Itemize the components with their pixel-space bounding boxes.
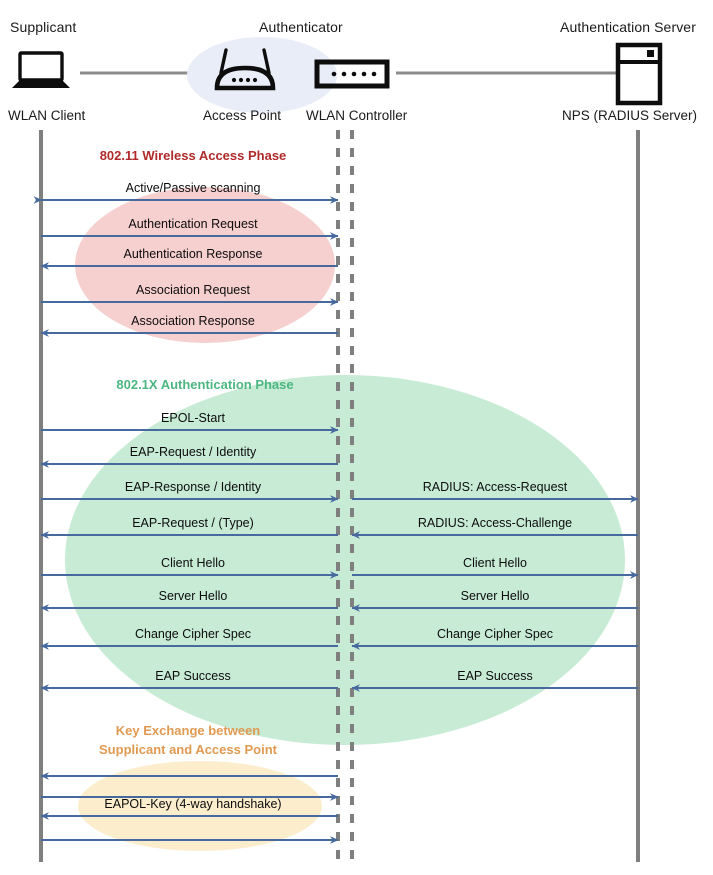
server-icon <box>615 42 663 106</box>
role-title-authenticator: Authenticator <box>259 19 343 35</box>
message-label-left-4: Association Response <box>131 314 255 328</box>
phase-label-key-exchange-line1: Key Exchange between <box>115 723 261 738</box>
node-label-wlan-client: WLAN Client <box>8 108 86 123</box>
node-label-nps: NPS (RADIUS Server) <box>562 108 698 123</box>
message-label-left-3: Association Request <box>136 283 250 297</box>
node-label-access-point: Access Point <box>203 108 282 123</box>
phase-ellipse-key-exchange <box>78 761 322 851</box>
message-label-right-3: Server Hello <box>460 589 530 603</box>
phase-label-key-exchange: Key Exchange between Supplicant and Acce… <box>93 721 283 759</box>
phase-label-key-exchange-line2: Supplicant and Access Point <box>99 742 277 757</box>
message-label-right-0: RADIUS: Access-Request <box>422 480 568 494</box>
wlan-controller-icon <box>314 59 390 89</box>
laptop-icon <box>12 51 70 88</box>
phase-label-dot1x-auth: 802.1X Authentication Phase <box>116 377 294 392</box>
message-label-right-4: Change Cipher Spec <box>436 627 554 641</box>
message-label-right-2: Client Hello <box>463 556 527 570</box>
message-label-left-0: Active/Passive scanning <box>125 181 261 195</box>
role-title-auth-server: Authentication Server <box>560 19 696 35</box>
message-label-left-9: Client Hello <box>161 556 225 570</box>
message-label-left-6: EAP-Request / Identity <box>129 445 257 459</box>
message-label-right-1: RADIUS: Access-Challenge <box>417 516 573 530</box>
message-label-left-8: EAP-Request / (Type) <box>132 516 254 530</box>
role-title-supplicant: Supplicant <box>10 19 77 35</box>
message-label-left-12: EAP Success <box>155 669 231 683</box>
access-point-icon <box>214 48 276 91</box>
phase-label-wireless-access: 802.11 Wireless Access Phase <box>99 148 287 163</box>
phase-ellipse-dot1x-auth <box>65 375 625 745</box>
message-label-left-5: EPOL-Start <box>161 411 225 425</box>
message-label-left-10: Server Hello <box>158 589 228 603</box>
message-label-left-15: EAPOL-Key (4-way handshake) <box>104 797 282 811</box>
message-label-left-11: Change Cipher Spec <box>134 627 252 641</box>
message-label-left-7: EAP-Response / Identity <box>124 480 262 494</box>
message-arrow-layer <box>33 196 639 844</box>
message-label-left-1: Authentication Request <box>128 217 258 231</box>
node-label-wlan-controller: WLAN Controller <box>306 108 408 123</box>
message-label-left-2: Authentication Response <box>123 247 263 261</box>
phase-ellipse-wireless-access <box>75 187 335 343</box>
message-label-right-5: EAP Success <box>457 669 533 683</box>
